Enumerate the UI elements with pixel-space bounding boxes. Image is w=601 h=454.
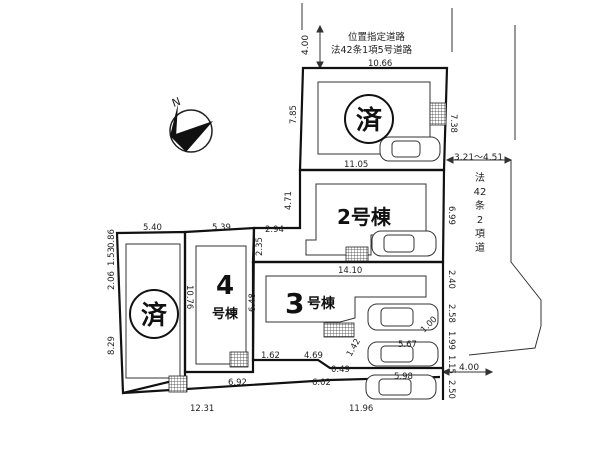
svg-text:5.98: 5.98: [394, 372, 413, 382]
svg-text:7.85: 7.85: [289, 105, 299, 124]
svg-text:2.06: 2.06: [107, 271, 117, 290]
svg-text:道: 道: [475, 241, 485, 254]
sold-mark-top-right: 済: [344, 94, 394, 144]
sold-label: 済: [356, 105, 383, 136]
north-arrow-icon: N: [169, 95, 213, 153]
svg-text:11.05: 11.05: [344, 160, 368, 170]
lot-3-suffix: 号棟: [307, 295, 336, 312]
dimension-labels: 10.66 7.85 7.38 11.05 4.71 6.99 5.40 5.3…: [107, 59, 458, 414]
north-label: N: [170, 95, 182, 110]
svg-text:7.38: 7.38: [448, 114, 458, 133]
svg-text:2.58: 2.58: [446, 304, 456, 323]
svg-text:5.67: 5.67: [398, 340, 417, 350]
lot-4-suffix: 号棟: [212, 306, 239, 322]
svg-text:4.69: 4.69: [304, 351, 323, 361]
car-icon: [367, 341, 439, 367]
building-3: [265, 275, 427, 323]
svg-text:4.71: 4.71: [284, 191, 294, 210]
svg-text:項: 項: [475, 228, 485, 240]
road-right-name: 法 42 条 2 項 道: [474, 171, 487, 254]
sold-label: 済: [141, 300, 168, 331]
svg-text:5.39: 5.39: [212, 223, 231, 233]
svg-text:14.10: 14.10: [338, 266, 362, 276]
svg-text:1.53: 1.53: [107, 247, 117, 266]
svg-text:2.40: 2.40: [446, 270, 456, 289]
building-4: [195, 245, 247, 365]
svg-text:2.94: 2.94: [265, 225, 284, 235]
building-2: [305, 183, 427, 256]
car-icon: [367, 303, 439, 331]
svg-text:0.86: 0.86: [107, 229, 117, 248]
svg-text:0.49: 0.49: [331, 365, 350, 375]
svg-text:5.40: 5.40: [143, 223, 162, 233]
parking-cars: [365, 136, 441, 400]
sold-mark-left: 済: [129, 289, 179, 339]
road-edges: [301, 3, 542, 356]
road-bottom-width: 4.00: [459, 363, 479, 373]
svg-text:条: 条: [475, 199, 485, 212]
lot-4-number: 4: [216, 271, 234, 301]
car-icon: [365, 374, 437, 400]
svg-text:1.99: 1.99: [446, 331, 456, 350]
building-left: [125, 243, 181, 379]
svg-text:1.62: 1.62: [261, 351, 280, 361]
svg-text:8.29: 8.29: [107, 336, 117, 355]
svg-text:6.02: 6.02: [312, 378, 331, 388]
lot-3-number: 3: [285, 287, 304, 320]
svg-text:42: 42: [474, 187, 487, 198]
svg-text:10.76: 10.76: [184, 285, 194, 309]
svg-text:10.66: 10.66: [368, 59, 392, 69]
car-icon: [371, 230, 437, 257]
road-top-width: 4.00: [301, 35, 311, 55]
svg-text:11.96: 11.96: [349, 404, 373, 414]
lot-2-label: 2号棟: [337, 205, 392, 229]
svg-text:1.15: 1.15: [446, 355, 456, 374]
svg-text:6.99: 6.99: [446, 206, 456, 225]
road-top-name-1: 位置指定道路: [348, 31, 406, 43]
svg-text:2: 2: [477, 215, 483, 226]
road-top-name-2: 法42条1項5号道路: [331, 44, 413, 56]
car-icon: [379, 136, 441, 162]
svg-text:2.50: 2.50: [446, 380, 456, 399]
road-right-width: 3.21～4.51: [454, 153, 503, 163]
svg-text:6.48: 6.48: [248, 293, 258, 312]
svg-text:12.31: 12.31: [190, 404, 214, 414]
svg-text:1.42: 1.42: [345, 337, 363, 358]
svg-text:法: 法: [475, 171, 485, 184]
svg-text:6.92: 6.92: [228, 378, 247, 388]
road-width-lines: [316, 24, 513, 376]
entrance-marks: [168, 102, 447, 393]
svg-text:2.35: 2.35: [255, 237, 265, 256]
